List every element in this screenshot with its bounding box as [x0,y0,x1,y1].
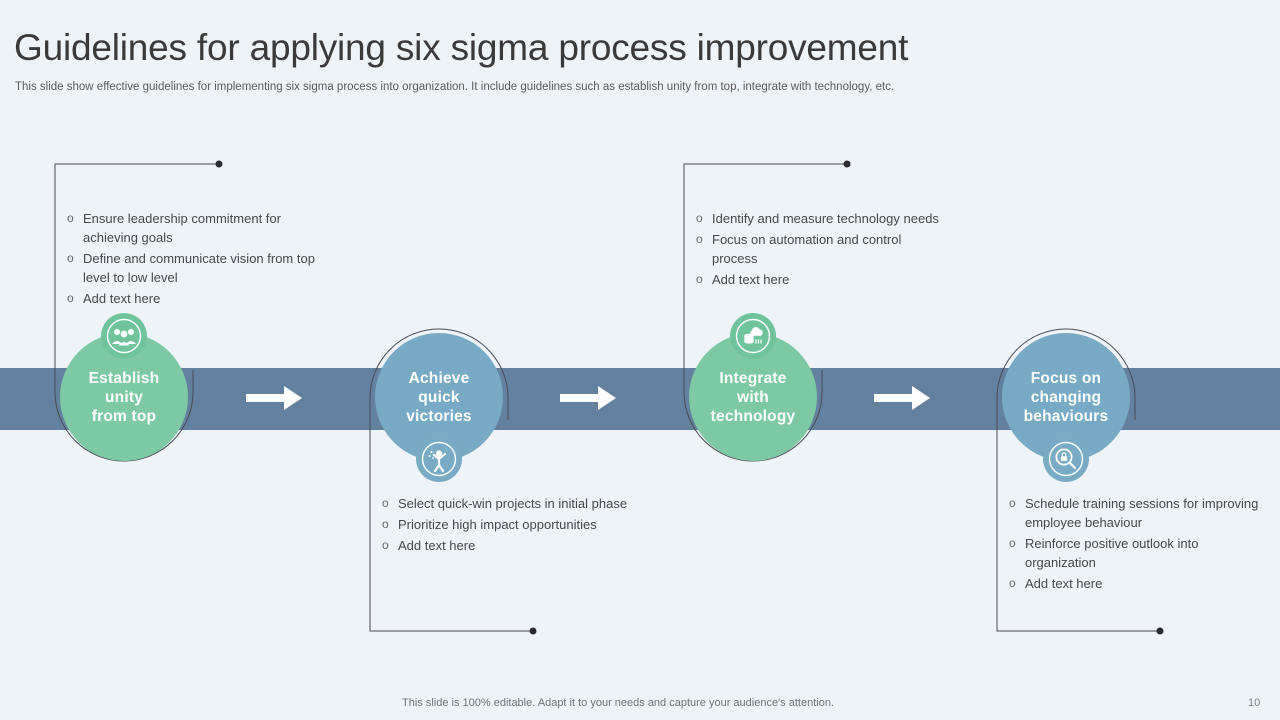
bullet-text: Select quick-win projects in initial pha… [398,496,628,511]
step-label-line: Establish [88,369,160,387]
step-label-line: Integrate [719,369,787,387]
arrow-right-icon [874,383,930,413]
arrow-right-icon [560,383,616,413]
people-group-icon [101,313,147,359]
list-item: o Add text here [381,536,641,555]
bullet-text: Reinforce positive outlook into organiza… [1025,536,1199,570]
cloud-database-icon [730,313,776,359]
step-bullets-2: o Select quick-win projects in initial p… [381,494,641,557]
arrow-right-icon [246,383,302,413]
bullet-marker: o [382,517,389,531]
list-item: o Add text here [1008,574,1266,593]
step-bullets-4: o Schedule training sessions for improvi… [1008,494,1266,595]
page-number: 10 [1248,697,1261,709]
bullet-text: Add text here [1025,576,1103,591]
list-item: o Add text here [695,270,945,289]
list-item: o Select quick-win projects in initial p… [381,494,641,513]
bullet-text: Ensure leadership commitment for achievi… [83,211,281,245]
bullet-text: Add text here [83,291,161,306]
page-title: Guidelines for applying six sigma proces… [14,27,909,68]
step-bullets-3: o Identify and measure technology needs … [695,209,945,291]
step-label-line: unity [104,388,144,406]
step-label-line: from top [91,407,157,425]
bullet-text: Define and communicate vision from top l… [83,251,315,285]
list-item: o Ensure leadership commitment for achie… [66,209,316,247]
step-bullets-1: o Ensure leadership commitment for achie… [66,209,316,310]
bullet-marker: o [696,232,703,246]
step-label-line: changing [1030,388,1102,406]
step-label-line: quick [418,388,460,406]
step-label-line: behaviours [1023,407,1109,425]
step-label-line: technology [710,407,796,425]
footer-note: This slide is 100% editable. Adapt it to… [402,697,834,709]
bullet-text: Focus on automation and control process [712,232,902,266]
list-item: o Add text here [66,289,316,308]
lock-search-icon [1043,436,1089,482]
celebrating-person-icon [416,436,462,482]
bullet-marker: o [382,496,389,510]
bullet-text: Prioritize high impact opportunities [398,517,597,532]
bullet-text: Identify and measure technology needs [712,211,939,226]
list-item: o Identify and measure technology needs [695,209,945,228]
bullet-marker: o [1009,496,1016,510]
bullet-marker: o [382,538,389,552]
list-item: o Prioritize high impact opportunities [381,515,641,534]
bullet-marker: o [67,251,74,265]
list-item: o Schedule training sessions for improvi… [1008,494,1266,532]
bullet-marker: o [696,211,703,225]
bullet-marker: o [67,211,74,225]
bullet-marker: o [1009,536,1016,550]
step-label-line: with [737,388,769,406]
bullet-text: Schedule training sessions for improving… [1025,496,1259,530]
bullet-marker: o [1009,576,1016,590]
list-item: o Define and communicate vision from top… [66,249,316,287]
list-item: o Focus on automation and control proces… [695,230,945,268]
bullet-marker: o [696,272,703,286]
step-label-line: Focus on [1030,369,1102,387]
bullet-text: Add text here [712,272,790,287]
step-label-line: victories [406,407,472,425]
bullet-text: Add text here [398,538,476,553]
page-subtitle: This slide show effective guidelines for… [15,81,895,93]
step-label-line: Achieve [408,369,470,387]
list-item: o Reinforce positive outlook into organi… [1008,534,1266,572]
bullet-marker: o [67,291,74,305]
